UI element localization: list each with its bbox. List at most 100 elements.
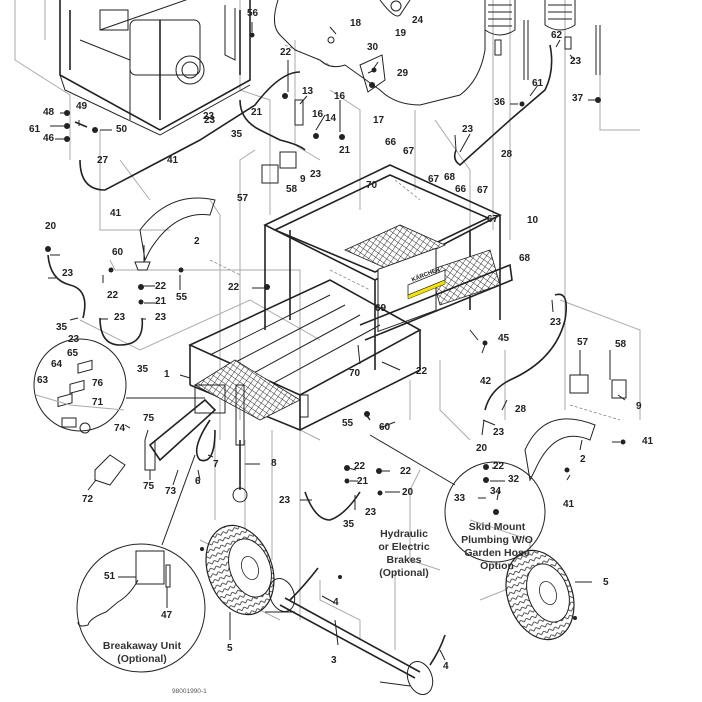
- platform-basket: [263, 164, 502, 370]
- callout-66: 66: [385, 137, 397, 148]
- callout-21: 21: [357, 476, 369, 487]
- callout-23: 23: [155, 312, 167, 323]
- callout-48: 48: [43, 107, 55, 118]
- detail-circles: [33, 338, 546, 673]
- callout-22: 22: [228, 282, 240, 293]
- callout-69: 69: [375, 303, 387, 314]
- leader-lines: [48, 22, 626, 661]
- callout-32: 32: [508, 474, 520, 485]
- callout-41: 41: [642, 436, 654, 447]
- callout-23: 23: [550, 317, 562, 328]
- callout-21: 21: [155, 296, 167, 307]
- hoses: [47, 44, 568, 521]
- tank: [274, 0, 486, 106]
- callout-37: 37: [572, 93, 584, 104]
- callout-28: 28: [501, 149, 513, 160]
- callout-20: 20: [45, 221, 57, 232]
- callout-60: 60: [112, 247, 124, 258]
- callout-57: 57: [237, 193, 249, 204]
- callout-23: 23: [365, 507, 377, 518]
- axle: [265, 567, 446, 695]
- callout-1: 1: [164, 369, 170, 380]
- callout-45: 45: [498, 333, 510, 344]
- hose-reels: [484, 0, 601, 80]
- callout-67: 67: [477, 185, 489, 196]
- callout-58: 58: [286, 184, 298, 195]
- callout-2: 2: [194, 236, 200, 247]
- brakes-note: Hydraulic or Electric Brakes (Optional): [378, 528, 430, 580]
- callout-67: 67: [428, 174, 440, 185]
- callout-23: 23: [462, 124, 474, 135]
- callout-8: 8: [271, 458, 277, 469]
- karcher-decal: [407, 269, 446, 300]
- engine-skid-frame: [59, 0, 251, 136]
- callout-42: 42: [480, 376, 492, 387]
- callout-68: 68: [519, 253, 531, 264]
- callout-9: 9: [300, 174, 306, 185]
- callout-9: 9: [636, 401, 642, 412]
- figure-number: 98001990-1: [172, 688, 207, 695]
- callout-23: 23: [68, 334, 80, 345]
- callout-22: 22: [493, 461, 505, 472]
- callout-57: 57: [577, 337, 589, 348]
- callout-49: 49: [76, 101, 88, 112]
- callout-27: 27: [97, 155, 109, 166]
- callout-41: 41: [110, 208, 122, 219]
- callout-75: 75: [143, 481, 155, 492]
- callout-29: 29: [397, 68, 409, 79]
- callout-23: 23: [204, 115, 216, 126]
- callout-6: 6: [195, 476, 201, 487]
- callout-22: 22: [280, 47, 292, 58]
- callout-36: 36: [494, 97, 506, 108]
- callout-55: 55: [342, 418, 354, 429]
- callout-18: 18: [350, 18, 362, 29]
- callout-2: 2: [580, 454, 586, 465]
- callout-5: 5: [227, 643, 233, 654]
- callout-17: 17: [373, 115, 385, 126]
- callout-23: 23: [310, 169, 322, 180]
- callout-68: 68: [444, 172, 456, 183]
- callout-30: 30: [367, 42, 379, 53]
- callout-16: 16: [312, 109, 324, 120]
- callout-41: 41: [167, 155, 179, 166]
- callout-46: 46: [43, 133, 55, 144]
- callout-34: 34: [490, 486, 502, 497]
- callout-5: 5: [603, 577, 609, 588]
- callout-72: 72: [82, 494, 94, 505]
- callout-23: 23: [570, 56, 582, 67]
- callout-35: 35: [137, 364, 149, 375]
- callout-74: 74: [114, 423, 126, 434]
- callout-23: 23: [203, 111, 215, 122]
- callout-75: 75: [143, 413, 155, 424]
- trailer-frame: [188, 263, 513, 503]
- fender-left: [139, 197, 216, 262]
- callout-23: 23: [114, 312, 126, 323]
- wheel-left: [205, 524, 275, 616]
- callout-14: 14: [325, 113, 337, 124]
- callout-35: 35: [343, 519, 355, 530]
- callout-23: 23: [279, 495, 291, 506]
- callout-55: 55: [176, 292, 188, 303]
- callout-4: 4: [443, 661, 449, 672]
- hardware: [45, 32, 627, 620]
- callout-19: 19: [395, 28, 407, 39]
- fender-right: [524, 418, 596, 482]
- callout-63: 63: [37, 375, 49, 386]
- callout-67: 67: [487, 214, 499, 225]
- callout-21: 21: [251, 107, 263, 118]
- callout-23: 23: [62, 268, 74, 279]
- callout-67: 67: [403, 146, 415, 157]
- callout-61: 61: [29, 124, 41, 135]
- callout-16: 16: [334, 91, 346, 102]
- skid-mount-note: Skid Mount Plumbing W/O Garden Hose Opti…: [461, 521, 533, 573]
- callout-50: 50: [116, 124, 128, 135]
- callout-22: 22: [155, 281, 167, 292]
- callout-33: 33: [454, 493, 466, 504]
- callout-51: 51: [104, 571, 116, 582]
- callout-35: 35: [231, 129, 243, 140]
- callout-22: 22: [107, 290, 119, 301]
- callout-70: 70: [349, 368, 361, 379]
- callout-24: 24: [412, 15, 424, 26]
- callout-22: 22: [354, 461, 366, 472]
- callout-20: 20: [402, 487, 414, 498]
